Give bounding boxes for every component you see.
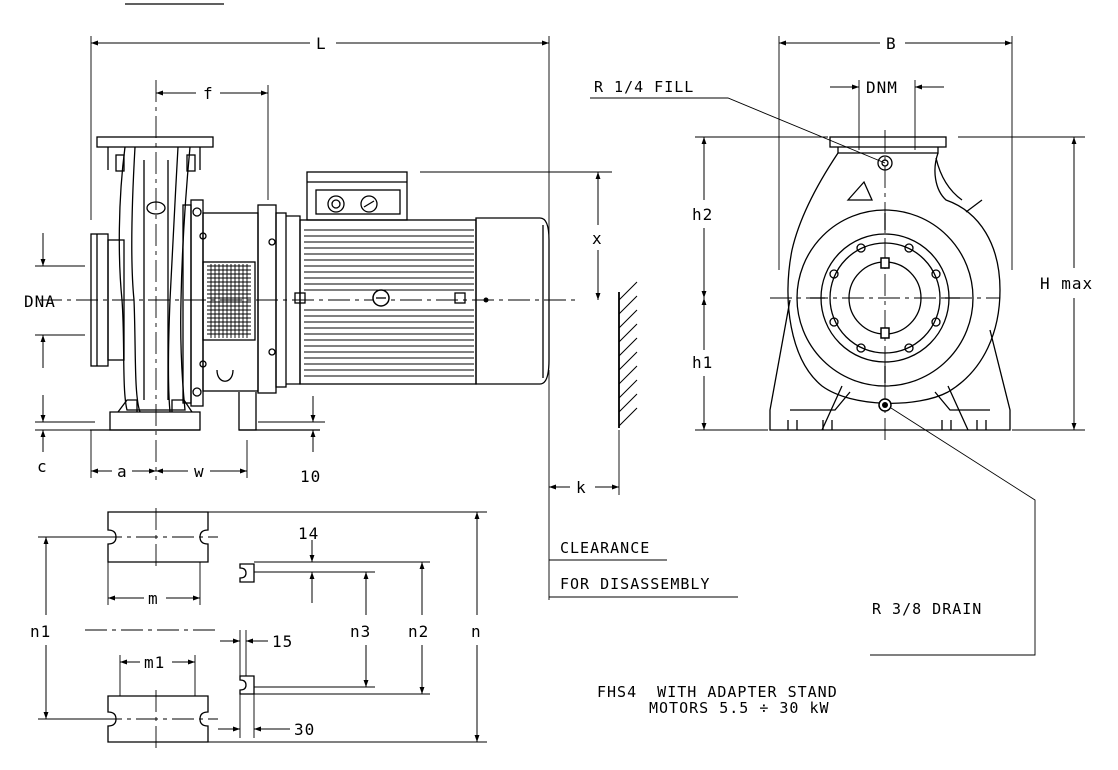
dim-DNA-label: DNA — [24, 292, 56, 311]
dim-n-label: n — [471, 622, 482, 641]
bolt-circle — [829, 243, 941, 353]
dim-h2-label: h2 — [692, 205, 713, 224]
dim-h1-label: h1 — [692, 353, 713, 372]
dim-Hmax-label: H max — [1040, 274, 1093, 293]
dim-L-label: L — [316, 34, 327, 53]
disassembly-label: FOR DISASSEMBLY — [560, 575, 710, 593]
dim-15-label: 15 — [272, 632, 293, 651]
dim-n2-label: n2 — [408, 622, 429, 641]
dim-B-label: B — [886, 34, 897, 53]
dim-k-label: k — [576, 478, 587, 497]
wall-hatching — [618, 281, 638, 427]
clearance-label: CLEARANCE — [560, 539, 650, 557]
dim-n1-label: n1 — [30, 622, 51, 641]
fill-plug-label: R 1/4 FILL — [594, 78, 694, 96]
dim-DNM-label: DNM — [866, 78, 898, 97]
dim-a-label: a — [117, 462, 128, 481]
dim-w-label: w — [194, 462, 205, 481]
dim-m-label: m — [148, 589, 159, 608]
dim-x-label: x — [592, 229, 603, 248]
dim-n3-label: n3 — [350, 622, 371, 641]
dim-c-label: c — [37, 457, 48, 476]
drain-plug-label: R 3/8 DRAIN — [872, 600, 982, 618]
dim-30-label: 30 — [294, 720, 315, 739]
caption-line-2: MOTORS 5.5 ÷ 30 kW — [649, 699, 830, 717]
dim-14-label: 14 — [298, 524, 319, 543]
coupling-guard-mesh — [207, 264, 251, 338]
dim-f-label: f — [203, 84, 214, 103]
front-view: B DNM R 1/4 FILL — [590, 34, 1093, 656]
caption-line-1: FHS4 WITH ADAPTER STAND — [597, 683, 838, 701]
motor-cooling-fins — [304, 229, 474, 377]
dim-10-label: 10 — [300, 467, 321, 486]
dim-m1-label: m1 — [144, 653, 165, 672]
foot-plan-view: m m1 n1 14 15 30 — [30, 508, 487, 750]
side-view: L f — [24, 34, 738, 600]
